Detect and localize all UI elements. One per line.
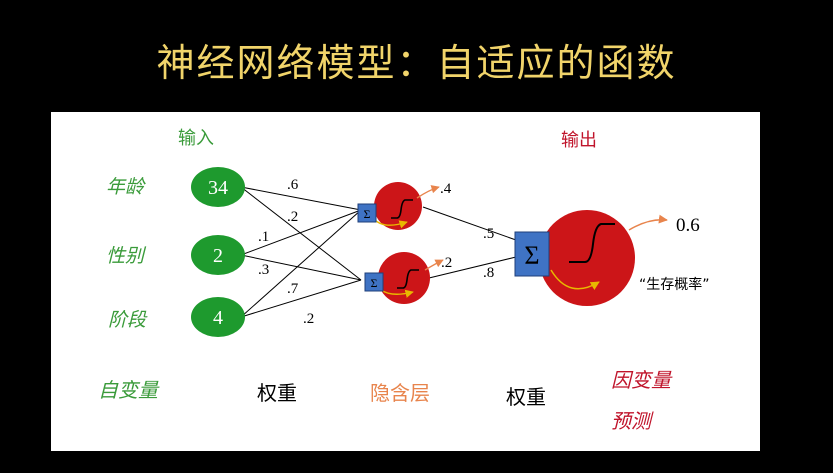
sum-symbol-2: Σ — [371, 276, 378, 290]
edge-gender-h1 — [240, 209, 362, 256]
activation-arrow-icon — [550, 269, 600, 291]
output-description: “生存概率” — [639, 276, 710, 293]
independent-variable-label: 自变量 — [98, 378, 160, 402]
weight-h1-out: .5 — [483, 226, 494, 242]
var-label-age: 年龄 — [106, 176, 146, 198]
neural-network-diagram: 输入 输出 年龄 性别 阶段 34 2 4 .6 .2 .1 .3 .7 .2 … — [98, 128, 710, 433]
prediction-label: 预测 — [611, 409, 654, 433]
output-header: 输出 — [561, 130, 597, 151]
sum-symbol-output: Σ — [524, 241, 539, 270]
sigmoid-icon — [569, 223, 615, 263]
sum-box-output — [514, 231, 550, 277]
weight-age-h2: .2 — [287, 209, 298, 225]
weight-h2-out: .8 — [483, 265, 494, 281]
weights-label-1: 权重 — [257, 381, 297, 405]
hidden-layer-label: 隐含层 — [370, 381, 430, 405]
edge-h1-out — [422, 206, 517, 241]
weight-age-h1: .6 — [287, 177, 299, 193]
sum-symbol-1: Σ — [364, 207, 371, 221]
input-node-gender: 2 — [191, 235, 245, 275]
edge-age-h1 — [240, 186, 362, 211]
output-value: 0.6 — [676, 215, 700, 236]
sum-box-2 — [364, 272, 384, 292]
weight-stage-h2: .2 — [303, 311, 314, 327]
output-node: Σ — [514, 210, 668, 306]
diagram-panel: 输入 输出 年龄 性别 阶段 34 2 4 .6 .2 .1 .3 .7 .2 … — [51, 112, 760, 451]
input-connections — [240, 186, 362, 318]
sigmoid-icon — [391, 199, 413, 219]
hidden-output-2: .2 — [441, 255, 452, 271]
input-value-stage: 4 — [213, 307, 223, 329]
var-label-gender: 性别 — [106, 245, 147, 267]
edge-age-h2 — [240, 186, 362, 281]
hidden-output-1: .4 — [440, 181, 452, 197]
input-value-age: 34 — [208, 177, 228, 199]
output-connections — [422, 206, 517, 279]
slide-title: 神经网络模型：自适应的函数 — [156, 41, 677, 85]
input-header: 输入 — [178, 128, 214, 149]
weight-stage-h1: .7 — [287, 281, 299, 297]
edge-gender-h2 — [240, 254, 362, 281]
sigmoid-icon — [397, 269, 419, 289]
edge-stage-h1 — [240, 209, 362, 318]
input-node-stage: 4 — [191, 297, 245, 337]
hidden-output-arrow-icon — [416, 185, 440, 199]
hidden-node-2: Σ .2 — [364, 252, 452, 304]
weight-gender-h1: .1 — [258, 229, 269, 245]
weight-gender-h2: .3 — [258, 262, 269, 278]
weights-label-2: 权重 — [506, 385, 546, 409]
dependent-variable-label: 因变量 — [611, 368, 673, 392]
hidden-node-1: Σ .4 — [357, 181, 452, 230]
input-value-gender: 2 — [213, 245, 223, 267]
var-label-stage: 阶段 — [108, 309, 148, 331]
sum-box-1 — [357, 203, 377, 223]
edge-stage-h2 — [240, 279, 362, 318]
input-node-age: 34 — [191, 167, 245, 207]
hidden-output-arrow-icon — [424, 259, 444, 271]
edge-h2-out — [428, 256, 517, 279]
output-arrow-icon — [628, 214, 668, 231]
